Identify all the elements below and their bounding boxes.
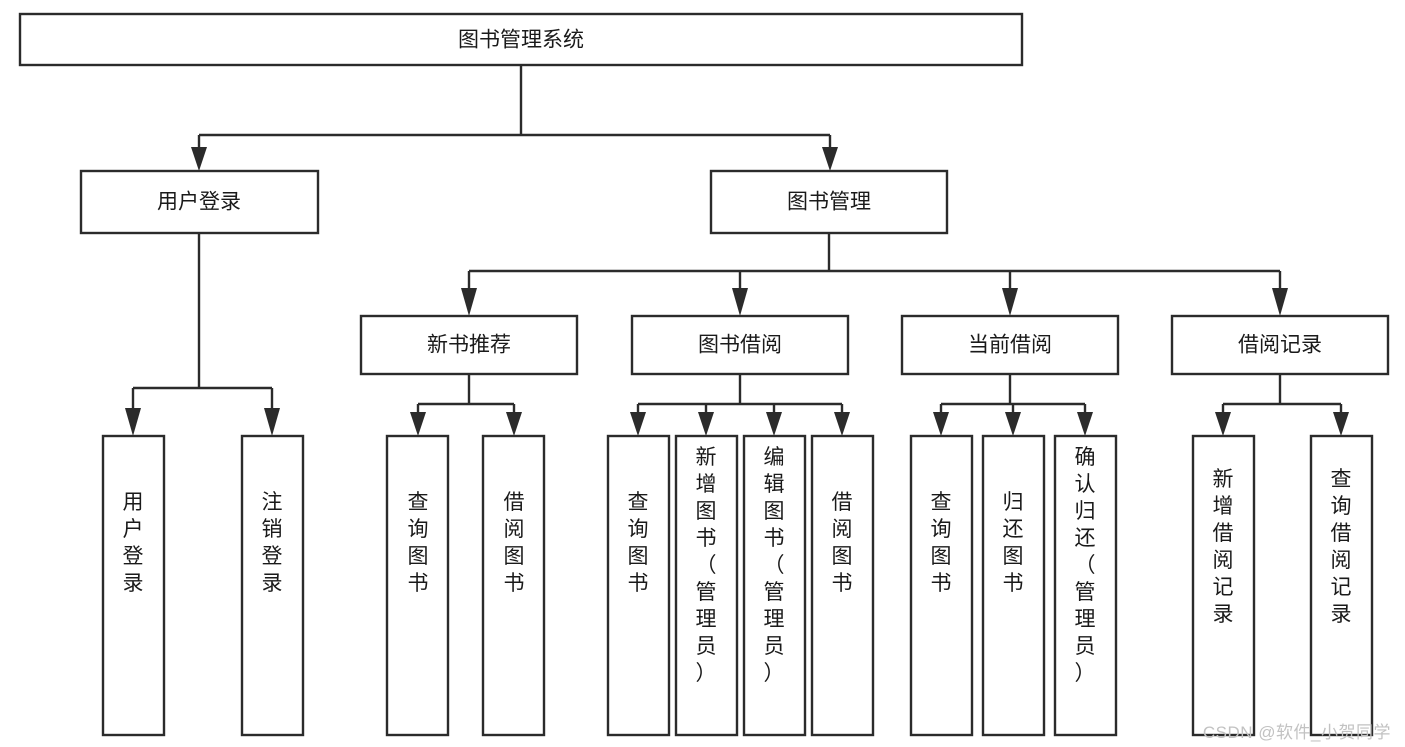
node-new-book-recommend[interactable]: 新书推荐 [359, 314, 579, 376]
arrow-head-leaf-logout [264, 408, 280, 436]
node-new-book-recommend-box[interactable] [359, 314, 579, 376]
node-leaf-logout-label: 注销登录 [262, 491, 283, 595]
node-leaf-user-login-box[interactable] [101, 434, 166, 737]
node-book-borrow-label: 图书借阅 [698, 334, 782, 357]
node-leaf-query-record-label: 查询借阅记录 [1331, 468, 1352, 626]
arrow-head-leaf-return-book [1005, 412, 1021, 436]
connector-group-borrow-record [1215, 374, 1349, 436]
node-leaf-add-book[interactable]: 新增图书（管理员） [674, 434, 739, 737]
arrow-head-new-book-recommend [461, 288, 477, 316]
node-book-borrow-box[interactable] [630, 314, 850, 376]
node-leaf-query-book-3-label: 查询图书 [931, 491, 952, 595]
node-leaf-add-record-label: 新增借阅记录 [1213, 468, 1234, 626]
node-current-borrow[interactable]: 当前借阅 [900, 314, 1120, 376]
arrow-head-leaf-query-book-2 [630, 412, 646, 436]
node-book-management-box[interactable] [709, 169, 949, 235]
node-root-box[interactable] [18, 12, 1024, 67]
node-root[interactable]: 图书管理系统 [18, 12, 1024, 67]
node-user-login[interactable]: 用户登录 [79, 169, 320, 235]
connector-group-book-borrow [630, 374, 850, 436]
node-borrow-record-label: 借阅记录 [1238, 334, 1322, 357]
node-leaf-query-book-3[interactable]: 查询图书 [909, 434, 974, 737]
node-leaf-query-book-1[interactable]: 查询图书 [385, 434, 450, 737]
node-leaf-borrow-book-2[interactable]: 借阅图书 [810, 434, 875, 737]
node-new-book-recommend-label: 新书推荐 [427, 334, 511, 357]
arrow-head-user-login [191, 147, 207, 171]
node-leaf-return-book-label: 归还图书 [1003, 491, 1024, 595]
arrow-head-leaf-add-record [1215, 412, 1231, 436]
node-leaf-query-book-2-box[interactable] [606, 434, 671, 737]
arrow-head-book-management [822, 147, 838, 171]
connector-group-book-management [461, 233, 1288, 316]
node-leaf-edit-book-label: 编辑图书（管理员） [764, 446, 785, 685]
node-leaf-return-book[interactable]: 归还图书 [981, 434, 1046, 737]
node-leaf-confirm-return[interactable]: 确认归还（管理员） [1053, 434, 1118, 737]
arrow-head-leaf-confirm-return [1077, 412, 1093, 436]
node-leaf-add-book-box[interactable] [674, 434, 739, 737]
node-leaf-add-record-box[interactable] [1191, 434, 1256, 737]
csdn-watermark: CSDN @软件_小贺同学 [1202, 723, 1391, 742]
node-leaf-query-book-1-label: 查询图书 [408, 491, 429, 595]
arrow-head-leaf-edit-book [766, 412, 782, 436]
node-leaf-add-book-label: 新增图书（管理员） [696, 446, 717, 685]
connector-group-root [191, 65, 838, 171]
node-leaf-confirm-return-label: 确认归还（管理员） [1075, 446, 1096, 685]
node-current-borrow-label: 当前借阅 [968, 334, 1052, 357]
arrow-head-leaf-borrow-book-2 [834, 412, 850, 436]
node-leaf-query-record[interactable]: 查询借阅记录 [1309, 434, 1374, 737]
node-root-label: 图书管理系统 [458, 29, 584, 52]
node-leaf-query-book-2-label: 查询图书 [628, 491, 649, 595]
node-leaf-query-book-1-box[interactable] [385, 434, 450, 737]
arrow-head-leaf-add-book [698, 412, 714, 436]
node-leaf-user-login-label: 用户登录 [123, 491, 144, 595]
arrow-head-leaf-user-login [125, 408, 141, 436]
node-book-borrow[interactable]: 图书借阅 [630, 314, 850, 376]
node-leaf-user-login[interactable]: 用户登录 [101, 434, 166, 737]
node-leaf-edit-book-box[interactable] [742, 434, 807, 737]
node-book-management[interactable]: 图书管理 [709, 169, 949, 235]
node-book-management-label: 图书管理 [787, 191, 871, 214]
node-leaf-borrow-book-1-label: 借阅图书 [504, 491, 525, 595]
node-leaf-add-record[interactable]: 新增借阅记录 [1191, 434, 1256, 737]
node-leaf-edit-book[interactable]: 编辑图书（管理员） [742, 434, 807, 737]
node-current-borrow-box[interactable] [900, 314, 1120, 376]
node-leaf-query-book-2[interactable]: 查询图书 [606, 434, 671, 737]
connector-group-current-borrow [933, 374, 1093, 436]
node-leaf-logout[interactable]: 注销登录 [240, 434, 305, 737]
node-leaf-logout-box[interactable] [240, 434, 305, 737]
node-leaf-confirm-return-box[interactable] [1053, 434, 1118, 737]
arrow-head-borrow-record [1272, 288, 1288, 316]
arrow-head-leaf-query-record [1333, 412, 1349, 436]
node-borrow-record-box[interactable] [1170, 314, 1390, 376]
arrow-head-leaf-query-book-1 [410, 412, 426, 436]
node-user-login-label: 用户登录 [157, 191, 241, 214]
node-leaf-query-book-3-box[interactable] [909, 434, 974, 737]
node-leaf-borrow-book-2-box[interactable] [810, 434, 875, 737]
connector-group-user-login [125, 233, 280, 436]
arrow-head-leaf-query-book-3 [933, 412, 949, 436]
arrow-head-current-borrow [1002, 288, 1018, 316]
node-leaf-query-record-box[interactable] [1309, 434, 1374, 737]
node-leaf-borrow-book-1[interactable]: 借阅图书 [481, 434, 546, 737]
node-leaf-borrow-book-1-box[interactable] [481, 434, 546, 737]
node-user-login-box[interactable] [79, 169, 320, 235]
node-leaf-return-book-box[interactable] [981, 434, 1046, 737]
arrow-head-leaf-borrow-book-1 [506, 412, 522, 436]
node-leaf-borrow-book-2-label: 借阅图书 [832, 491, 853, 595]
node-borrow-record[interactable]: 借阅记录 [1170, 314, 1390, 376]
arrow-head-book-borrow [732, 288, 748, 316]
connector-group-new-book-recommend [410, 374, 522, 436]
